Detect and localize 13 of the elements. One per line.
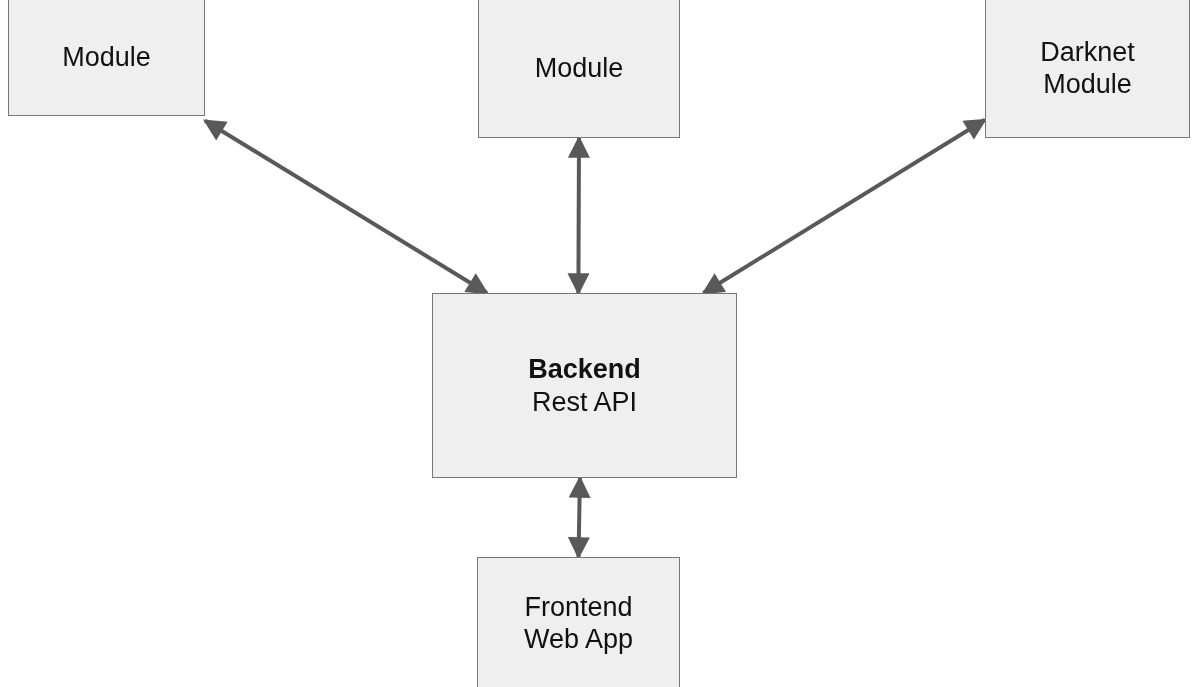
box-label: Module bbox=[62, 40, 151, 74]
box-label: Module bbox=[534, 51, 624, 85]
process-box bbox=[985, 0, 1190, 138]
box-label: Darknet Module bbox=[1039, 35, 1136, 101]
process-box bbox=[478, 0, 680, 138]
box-heading: Backend bbox=[528, 353, 641, 386]
process-box bbox=[477, 557, 680, 687]
process-box bbox=[8, 0, 205, 116]
process-box bbox=[432, 293, 737, 478]
box-label: Rest API bbox=[531, 385, 637, 418]
double-arrow bbox=[701, 118, 987, 295]
double-arrow bbox=[203, 119, 489, 295]
box-label: Frontend Web App bbox=[522, 590, 635, 656]
